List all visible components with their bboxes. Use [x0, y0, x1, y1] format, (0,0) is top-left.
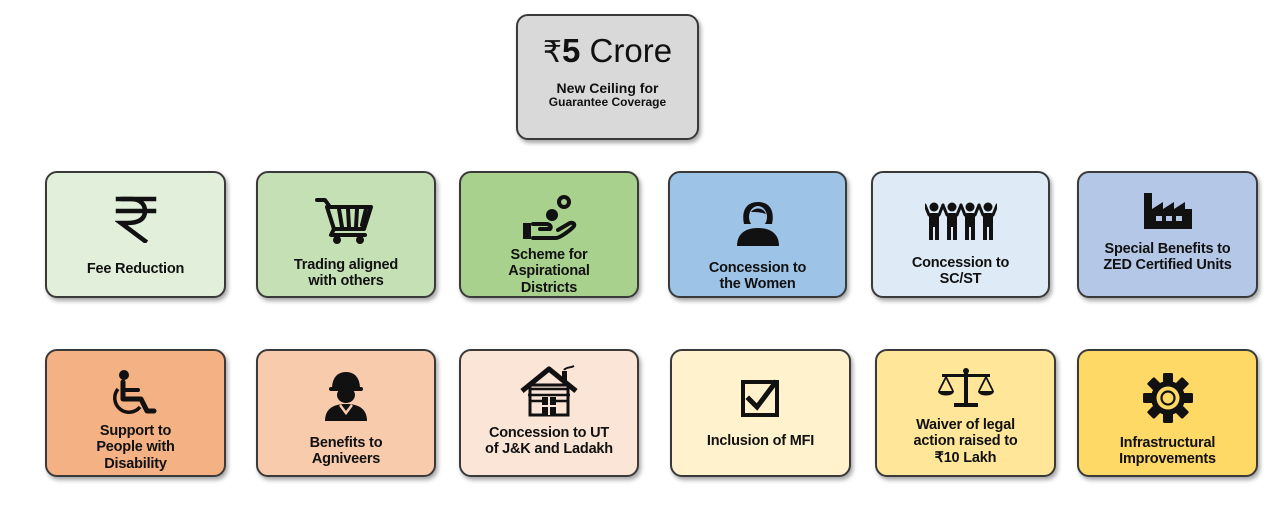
tile-legal-waiver: Waiver of legal action raised to ₹10 Lak… [875, 349, 1056, 477]
tile-mfi-inclusion: Inclusion of MFI [670, 349, 851, 477]
tile-fee-reduction: Fee Reduction [45, 171, 226, 298]
tile-label: Special Benefits to ZED Certified Units [1103, 241, 1232, 274]
tile-agniveers-benefits: Benefits to Agniveers [256, 349, 436, 477]
ceiling-amount-unit: Crore [589, 32, 673, 69]
hand-coins-icon [520, 193, 578, 243]
guarantee-ceiling-card: ₹5 Crore New Ceiling for Guarantee Cover… [516, 14, 699, 140]
tile-label: Infrastructural Improvements [1119, 435, 1216, 468]
tile-label: Benefits to Agniveers [309, 435, 383, 468]
ceiling-amount: ₹5 Crore [543, 34, 672, 68]
tile-women-concession: Concession to the Women [668, 171, 847, 298]
ceiling-label-line1: New Ceiling for [556, 80, 659, 96]
tile-jk-ladakh-concession: Concession to UT of J&K and Ladakh [459, 349, 639, 477]
rupee-symbol: ₹ [542, 35, 563, 70]
tile-label: Concession to SC/ST [911, 255, 1010, 288]
tile-label: Inclusion of MFI [706, 433, 815, 449]
tile-trading-aligned: Trading aligned with others [256, 171, 436, 298]
tile-zed-benefits: Special Benefits to ZED Certified Units [1077, 171, 1258, 298]
tile-aspirational-districts: Scheme for Aspirational Districts [459, 171, 639, 298]
tile-label: Concession to the Women [708, 260, 807, 293]
tile-label: Support to People with Disability [96, 423, 175, 472]
tile-label: Scheme for Aspirational Districts [508, 247, 590, 296]
tile-label: Concession to UT of J&K and Ladakh [485, 425, 613, 458]
ceiling-amount-number: 5 [562, 32, 581, 69]
tile-infrastructure: Infrastructural Improvements [1077, 349, 1258, 477]
house-icon [518, 365, 580, 417]
tile-label: Waiver of legal action raised to ₹10 Lak… [913, 417, 1018, 466]
people-group-icon [924, 201, 997, 241]
wheelchair-icon [110, 369, 162, 417]
scales-icon [936, 367, 996, 409]
woman-icon [733, 200, 783, 246]
tile-label: Trading aligned with others [293, 257, 399, 290]
shopping-cart-icon [315, 195, 377, 245]
gear-icon [1141, 371, 1195, 425]
checkbox-icon [740, 379, 781, 417]
soldier-icon [323, 371, 369, 421]
tile-disability-support: Support to People with Disability [45, 349, 226, 477]
ceiling-label-line2: Guarantee Coverage [548, 95, 667, 110]
tile-scst-concession: Concession to SC/ST [871, 171, 1050, 298]
tile-label: Fee Reduction [86, 261, 185, 277]
rupee-icon [114, 195, 157, 243]
factory-icon [1142, 189, 1194, 231]
